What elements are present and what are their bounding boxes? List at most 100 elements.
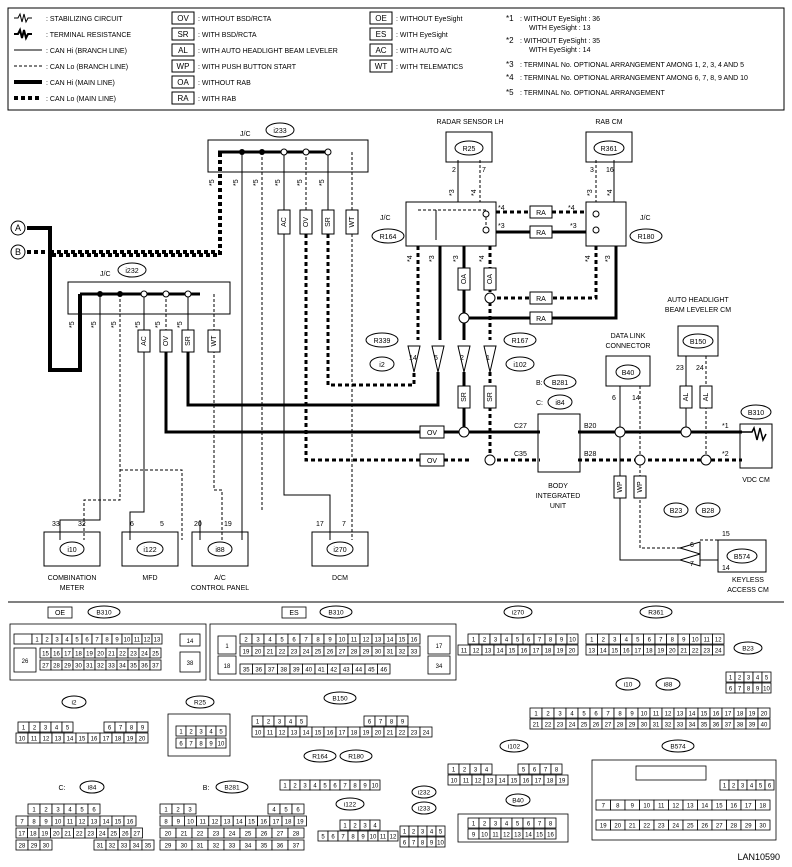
i2-r2-pin: 20 <box>139 737 146 743</box>
b574-r2-pin: 10 <box>643 804 650 810</box>
i10-r1-pin: 13 <box>677 712 684 718</box>
i102-r1b-pin: 5 <box>522 768 526 774</box>
circuit <box>27 131 773 573</box>
r361-r2-pin: 20 <box>669 649 676 655</box>
i270-r1-pin: 9 <box>560 638 564 644</box>
i84-r1-pin: 2 <box>44 808 48 814</box>
mfd-box <box>121 531 179 567</box>
b574-r1-pin: 5 <box>759 784 763 790</box>
i84-r3-pin: 23 <box>87 832 94 838</box>
i270-r1-pin: 7 <box>538 638 542 644</box>
i102-r1a-pin: 2 <box>463 768 467 774</box>
b574-tag: B574 <box>734 554 750 561</box>
i2-r1a-pin: 2 <box>33 726 37 732</box>
b150-r2-pin: 24 <box>423 731 430 737</box>
i84-r2-pin: 9 <box>44 820 48 826</box>
conn-b23-oval <box>733 641 763 655</box>
conn-r361-label: R361 <box>648 610 664 617</box>
b281-r2-pin: 14 <box>236 820 243 826</box>
tag-ra-1: RA <box>529 205 553 219</box>
b23-r2-pin: 7 <box>738 687 742 693</box>
i232-r2-pin: 6 <box>403 841 407 847</box>
i10-r2-pin: 36 <box>713 723 720 729</box>
es-r1-pin: 7 <box>304 638 308 644</box>
i84-r2-pin: 10 <box>55 820 62 826</box>
b281-r1b-pin: 6 <box>296 808 300 814</box>
i102-r2-pin: 14 <box>499 779 506 785</box>
i10-tag: i10 <box>67 547 76 554</box>
svg-text:OA: OA <box>487 274 494 284</box>
r25-r1-pin: 1 <box>179 730 183 736</box>
r164-row-pin: 6 <box>333 784 337 790</box>
oe-r2-pin: 17 <box>64 652 71 658</box>
b281-r4-pin: 35 <box>261 844 268 850</box>
conn-r164-label: R164 <box>312 754 328 761</box>
b281-r3-pin: 24 <box>229 832 236 838</box>
i122-r1-pin: 4 <box>373 824 377 830</box>
es-r2-pin: 33 <box>411 650 418 656</box>
es-r1-pin: 14 <box>387 638 394 644</box>
star-5-l: *5 <box>177 321 184 328</box>
i84-r1-pin: 3 <box>56 808 60 814</box>
pin-cell <box>757 718 771 730</box>
i84-r3-pin: 26 <box>122 832 129 838</box>
i84-r4a-pin: 28 <box>19 844 26 850</box>
star-5-i: *5 <box>111 321 118 328</box>
i102-r1a-pin: 1 <box>452 768 456 774</box>
pin-cell <box>39 839 53 851</box>
pin-cell <box>427 655 451 675</box>
pin-cell <box>287 839 305 851</box>
pin-cell <box>712 633 725 645</box>
pin-b28: B28 <box>584 451 597 458</box>
oe-r1-pin: 11 <box>134 638 141 644</box>
tag-wt-i232: WT <box>207 329 221 353</box>
i270-r1-pin: 1 <box>472 638 476 644</box>
legend-line-4: : CAN Lo (BRANCH LINE) <box>46 64 128 71</box>
legend-code-wt-text: : WITH TELEMATICS <box>396 64 463 71</box>
oe-r1-pin: 4 <box>65 638 69 644</box>
oe-r1-pin: 10 <box>124 638 131 644</box>
r164-row-pin: 5 <box>323 784 327 790</box>
r361-r1-pin: 5 <box>636 638 640 644</box>
b23-r1-pin: 5 <box>765 676 769 682</box>
radar-sensor-label: RADAR SENSOR LH <box>437 119 504 126</box>
i232-r1-pin: 5 <box>439 830 443 836</box>
pin-19: 19 <box>224 521 232 528</box>
r361-r2-pin: 18 <box>646 649 653 655</box>
i232-r1-pin: 2 <box>412 830 416 836</box>
es-r3-pin: 41 <box>318 668 325 674</box>
i2-r1a-pin: 5 <box>66 726 70 732</box>
b150-r2-pin: 10 <box>255 731 262 737</box>
i270-r2-pin: 17 <box>533 649 540 655</box>
legend-code-es: ES <box>376 30 387 39</box>
pin-cell <box>217 635 237 655</box>
conn-i2-label: i2 <box>71 700 76 707</box>
i10-r2-pin: 24 <box>569 723 576 729</box>
b281-r4-pin: 37 <box>293 844 300 850</box>
es-r2-pin: 19 <box>243 650 250 656</box>
b40-r2-pin: 11 <box>492 833 499 839</box>
b150-r2-pin: 12 <box>279 731 286 737</box>
i10-r2-pin: 22 <box>545 723 552 729</box>
r164-row-pin: 3 <box>303 784 307 790</box>
i2-r1b-pin: 8 <box>130 726 134 732</box>
es-r2-pin: 20 <box>255 650 262 656</box>
b40-r2-pin: 9 <box>472 833 476 839</box>
r361-r1-pin: 1 <box>590 638 594 644</box>
i10-r2-pin: 31 <box>653 723 660 729</box>
oe-side-38: 38 <box>187 661 194 667</box>
pin-b23-6: 6 <box>690 542 694 549</box>
oe-r3-pin: 27 <box>42 664 49 670</box>
svg-text:WP: WP <box>617 481 624 493</box>
tag-wp-1: WP <box>613 475 627 499</box>
es-side-1: 1 <box>225 644 229 650</box>
r361-r1-pin: 4 <box>625 638 629 644</box>
i84-r3-pin: 19 <box>41 832 48 838</box>
b574-r2-pin: 17 <box>745 804 752 810</box>
i2-r2-pin: 15 <box>79 737 86 743</box>
r339-tag: R339 <box>374 338 391 345</box>
i2-r2-pin: 14 <box>67 737 74 743</box>
i84-r2-pin: 13 <box>91 820 98 826</box>
oe-box <box>47 606 73 619</box>
